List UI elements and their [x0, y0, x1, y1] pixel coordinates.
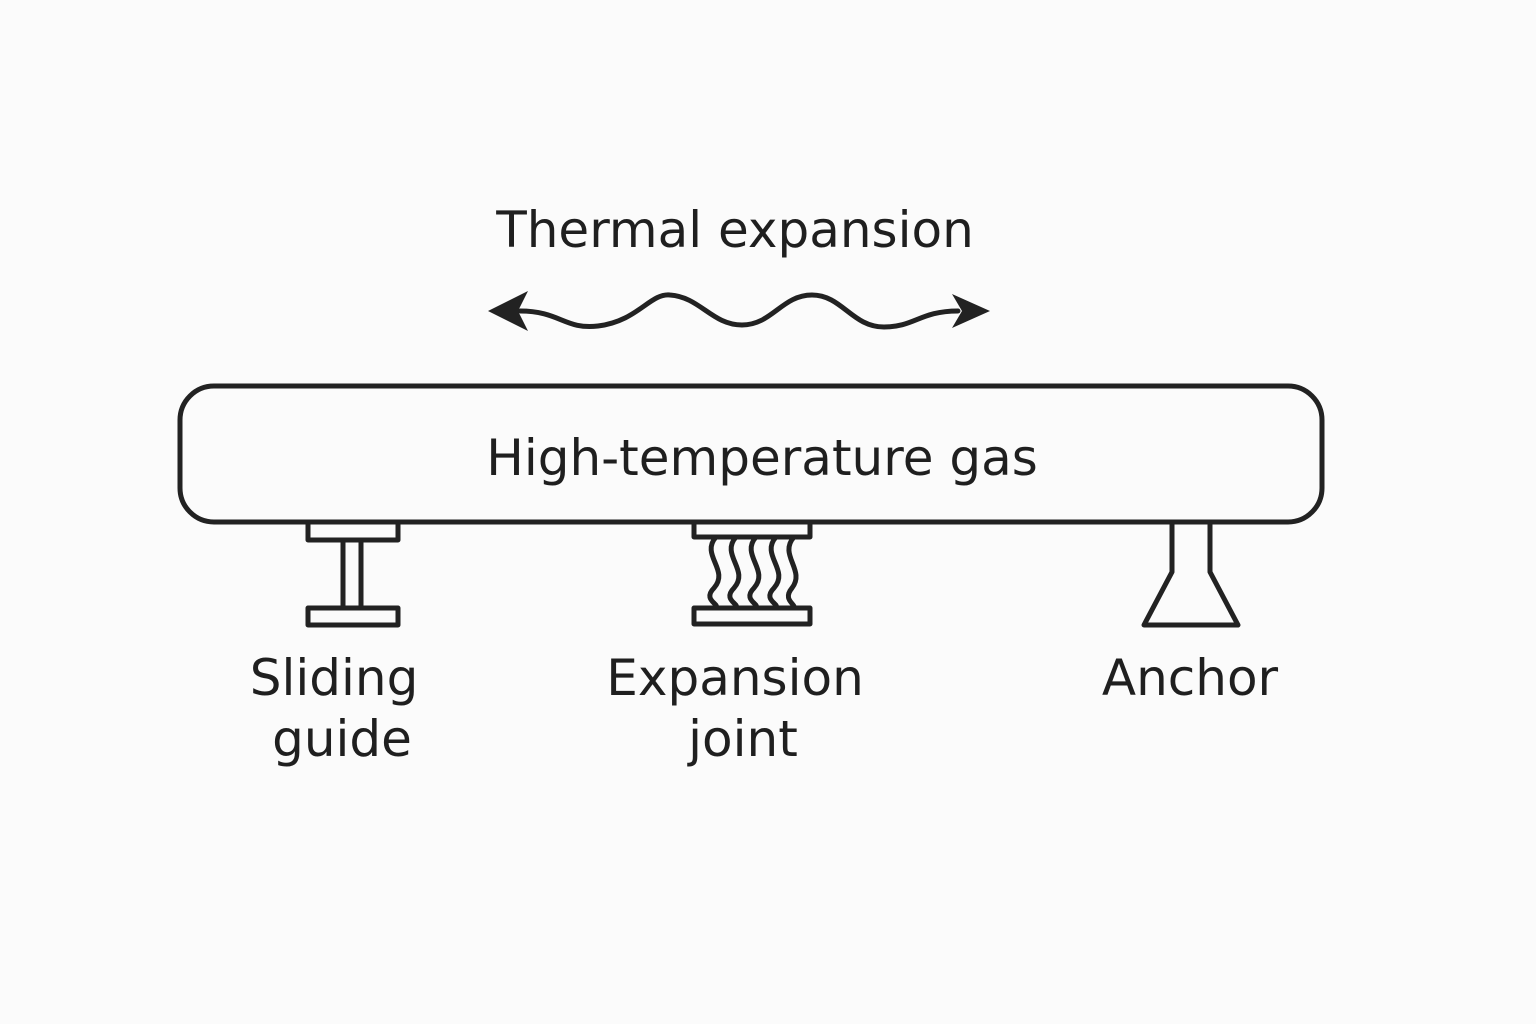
sliding-guide-web — [340, 537, 364, 611]
sliding-guide-top-plate — [305, 519, 401, 543]
sliding-guide — [305, 519, 401, 628]
expansion-joint-top-plate — [691, 519, 813, 540]
sliding-guide-base-plate — [305, 605, 401, 628]
bellows-2 — [727, 534, 742, 611]
sliding-guide-label: Sliding guide — [250, 649, 435, 768]
expansion-joint-label-line2: joint — [687, 710, 798, 768]
anchor-label-line1: Anchor — [1102, 649, 1279, 707]
expansion-joint-base-plate — [691, 605, 813, 627]
expansion-arrow — [488, 291, 990, 331]
bellows-4 — [767, 534, 782, 611]
pipe-label: High-temperature gas — [486, 429, 1038, 487]
bellows-5 — [785, 534, 799, 611]
expansion-joint-label: Expansion joint — [606, 649, 879, 768]
arrow-head-left — [488, 291, 528, 331]
expansion-wave — [517, 292, 961, 330]
anchor-label: Anchor — [1102, 649, 1279, 707]
expansion-joint-label-line1: Expansion — [606, 649, 863, 707]
sliding-guide-label-line1: Sliding — [250, 649, 419, 707]
expansion-joint — [691, 519, 813, 627]
bellows-3 — [747, 534, 762, 611]
anchor-support — [1141, 519, 1241, 628]
sliding-guide-label-line2: guide — [272, 710, 412, 768]
diagram-title: Thermal expansion — [495, 201, 974, 259]
arrow-head-right — [952, 294, 990, 328]
bellows-1 — [707, 534, 722, 611]
